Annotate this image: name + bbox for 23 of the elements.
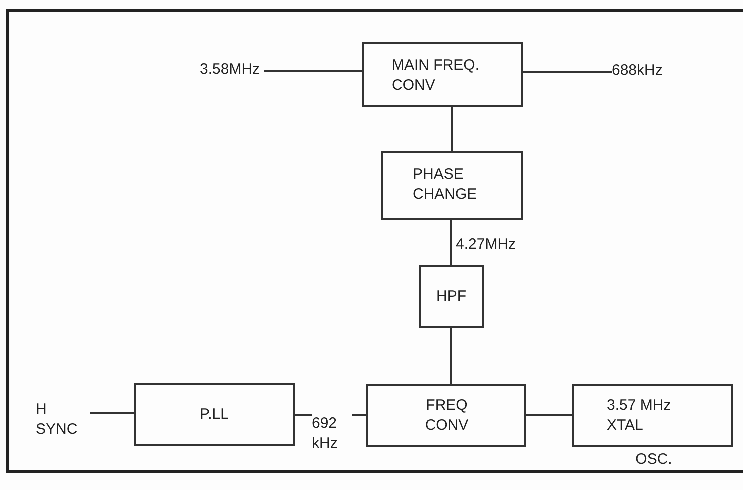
signal-label: H SYNC [36, 400, 79, 440]
block-label: P.LL [199, 405, 230, 425]
signal-label: 688kHz [612, 61, 663, 81]
block-label: MAIN FREQ. CONV [392, 56, 481, 96]
connector-line [523, 71, 612, 73]
signal-label: 3.58MHz [200, 60, 260, 80]
block-box [362, 42, 523, 107]
block-box [572, 384, 733, 447]
connector-line [451, 107, 453, 151]
block-box [134, 383, 295, 446]
connector-line [526, 414, 572, 416]
connector-line [450, 328, 452, 384]
block-label: FREQ CONV [424, 396, 470, 436]
block-label: PHASE CHANGE [413, 165, 478, 205]
block-label: HPF [436, 287, 468, 307]
caption-label: OSC. [634, 450, 674, 470]
block-box [419, 265, 484, 328]
connector-line [450, 220, 452, 265]
block-box [381, 151, 523, 220]
connector-line [264, 70, 362, 72]
block-label: 3.57 MHz XTAL [607, 396, 672, 436]
block-box [366, 384, 526, 447]
connector-line [90, 412, 134, 414]
